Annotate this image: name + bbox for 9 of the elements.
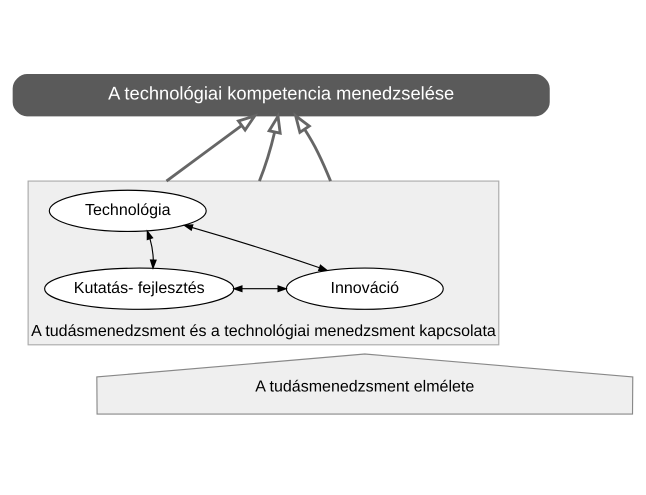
node-box: A technológiai kompetencia menedzselése xyxy=(12,74,550,116)
arrow xyxy=(293,112,332,182)
arrow xyxy=(166,113,258,182)
node-ellipse: Innováció xyxy=(286,268,444,310)
arrow xyxy=(258,112,282,182)
arrow xyxy=(146,230,157,270)
arrow xyxy=(182,224,329,272)
arrow xyxy=(232,285,288,292)
node-ellipse: Kutatás- fejlesztés xyxy=(44,268,234,310)
